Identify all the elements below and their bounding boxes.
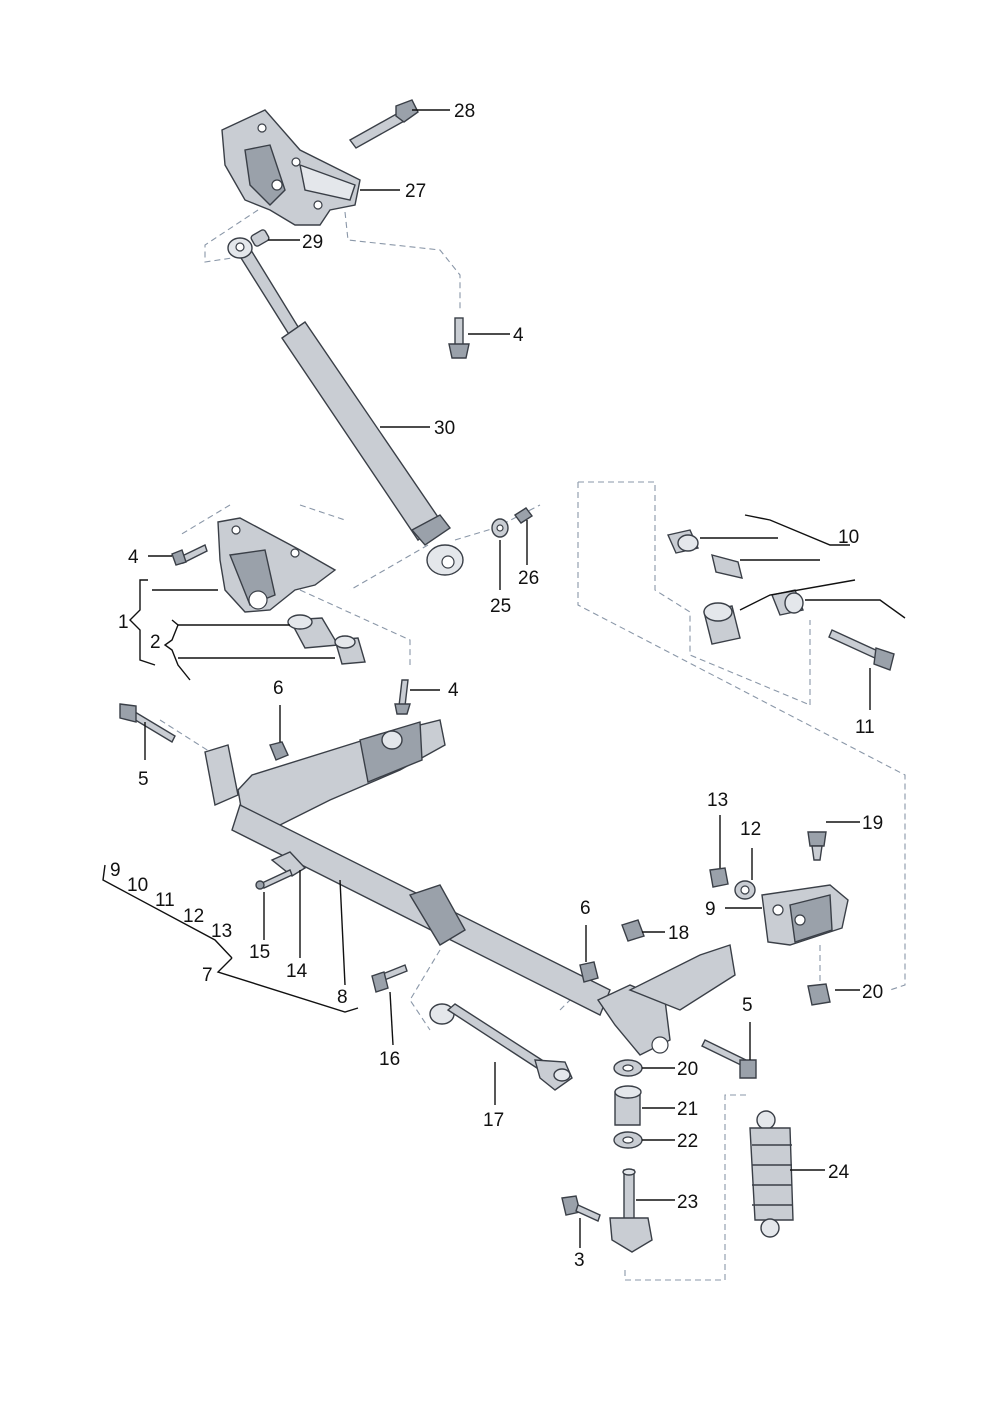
bracket-9 [761,884,849,946]
leader-lines [102,109,906,1248]
bolt-11 [828,629,895,671]
callout-12: 12 [183,906,204,927]
callout-7: 7 [202,965,213,986]
nut-20-right [807,983,831,1006]
callout-14: 14 [286,961,308,982]
dashed-links [159,209,906,1281]
callout-27: 27 [405,181,426,202]
callout-17: 17 [483,1110,504,1131]
bracket-1 [217,517,337,613]
callout-30: 30 [434,418,455,439]
bushing-set-10 [667,529,804,645]
bracket-27 [221,109,361,226]
nut-26 [513,507,534,524]
callout-25: 25 [490,596,511,617]
bolt-4-left [171,544,208,566]
pin-mount-23 [609,1168,653,1253]
callout-10: 10 [127,875,148,896]
callout-26: 26 [518,568,539,589]
callout-23: 23 [677,1192,698,1213]
callout-9: 9 [705,899,716,920]
callout-11: 11 [155,890,175,911]
clip-14 [270,851,307,877]
bushing-29 [250,229,270,247]
callout-5: 5 [138,769,149,790]
callout-10: 10 [838,527,859,548]
callout-4: 4 [513,325,524,346]
nut-18 [621,919,645,942]
bushing-21 [614,1085,642,1126]
washer-25 [491,518,509,538]
callout-29: 29 [302,232,323,253]
callout-3: 3 [574,1250,585,1271]
callout-13: 13 [707,790,728,811]
link-rod-17 [429,1003,573,1091]
callout-13: 13 [211,921,232,942]
bolt-5-right [701,1039,757,1079]
nut-6-upper [269,741,289,761]
washer-12 [734,880,756,900]
callout-4: 4 [448,680,459,701]
callout-5: 5 [742,995,753,1016]
callout-21: 21 [677,1099,698,1120]
washer-20-lower [613,1059,643,1077]
callout-16: 16 [379,1049,400,1070]
callout-11: 11 [855,717,875,738]
bushing-2 [287,614,366,665]
callout-19: 19 [862,813,883,834]
callout-20: 20 [677,1059,698,1080]
callout-2: 2 [150,632,161,653]
callout-6: 6 [273,678,284,699]
callout-28: 28 [454,101,475,122]
callout-18: 18 [668,923,689,944]
callout-4: 4 [128,547,139,568]
bolt-28 [348,99,419,149]
screw-19 [807,831,827,861]
callout-15: 15 [249,942,270,963]
callout-22: 22 [677,1131,698,1152]
callout-6: 6 [580,898,591,919]
callout-24: 24 [828,1162,850,1183]
bolt-4-upper [448,317,470,359]
washer-22 [613,1131,643,1149]
callout-20: 20 [862,982,883,1003]
screw-15 [255,869,293,890]
callout-labels: 28 27 29 4 30 4 1 2 25 26 10 11 4 6 5 13… [110,101,883,1271]
callout-12: 12 [740,819,761,840]
shock-absorber-24 [749,1110,794,1238]
nut-6-lower [579,961,599,983]
bolt-5-left [119,703,176,743]
axle-frame-8 [204,719,736,1056]
screw-16 [371,964,408,993]
callout-9: 9 [110,860,121,881]
bolt-4-middle [394,679,411,715]
screw-3 [561,1195,601,1222]
callout-1: 1 [118,612,129,633]
callout-8: 8 [337,987,348,1008]
nut-13 [709,867,729,888]
gas-strut-30 [227,237,464,576]
